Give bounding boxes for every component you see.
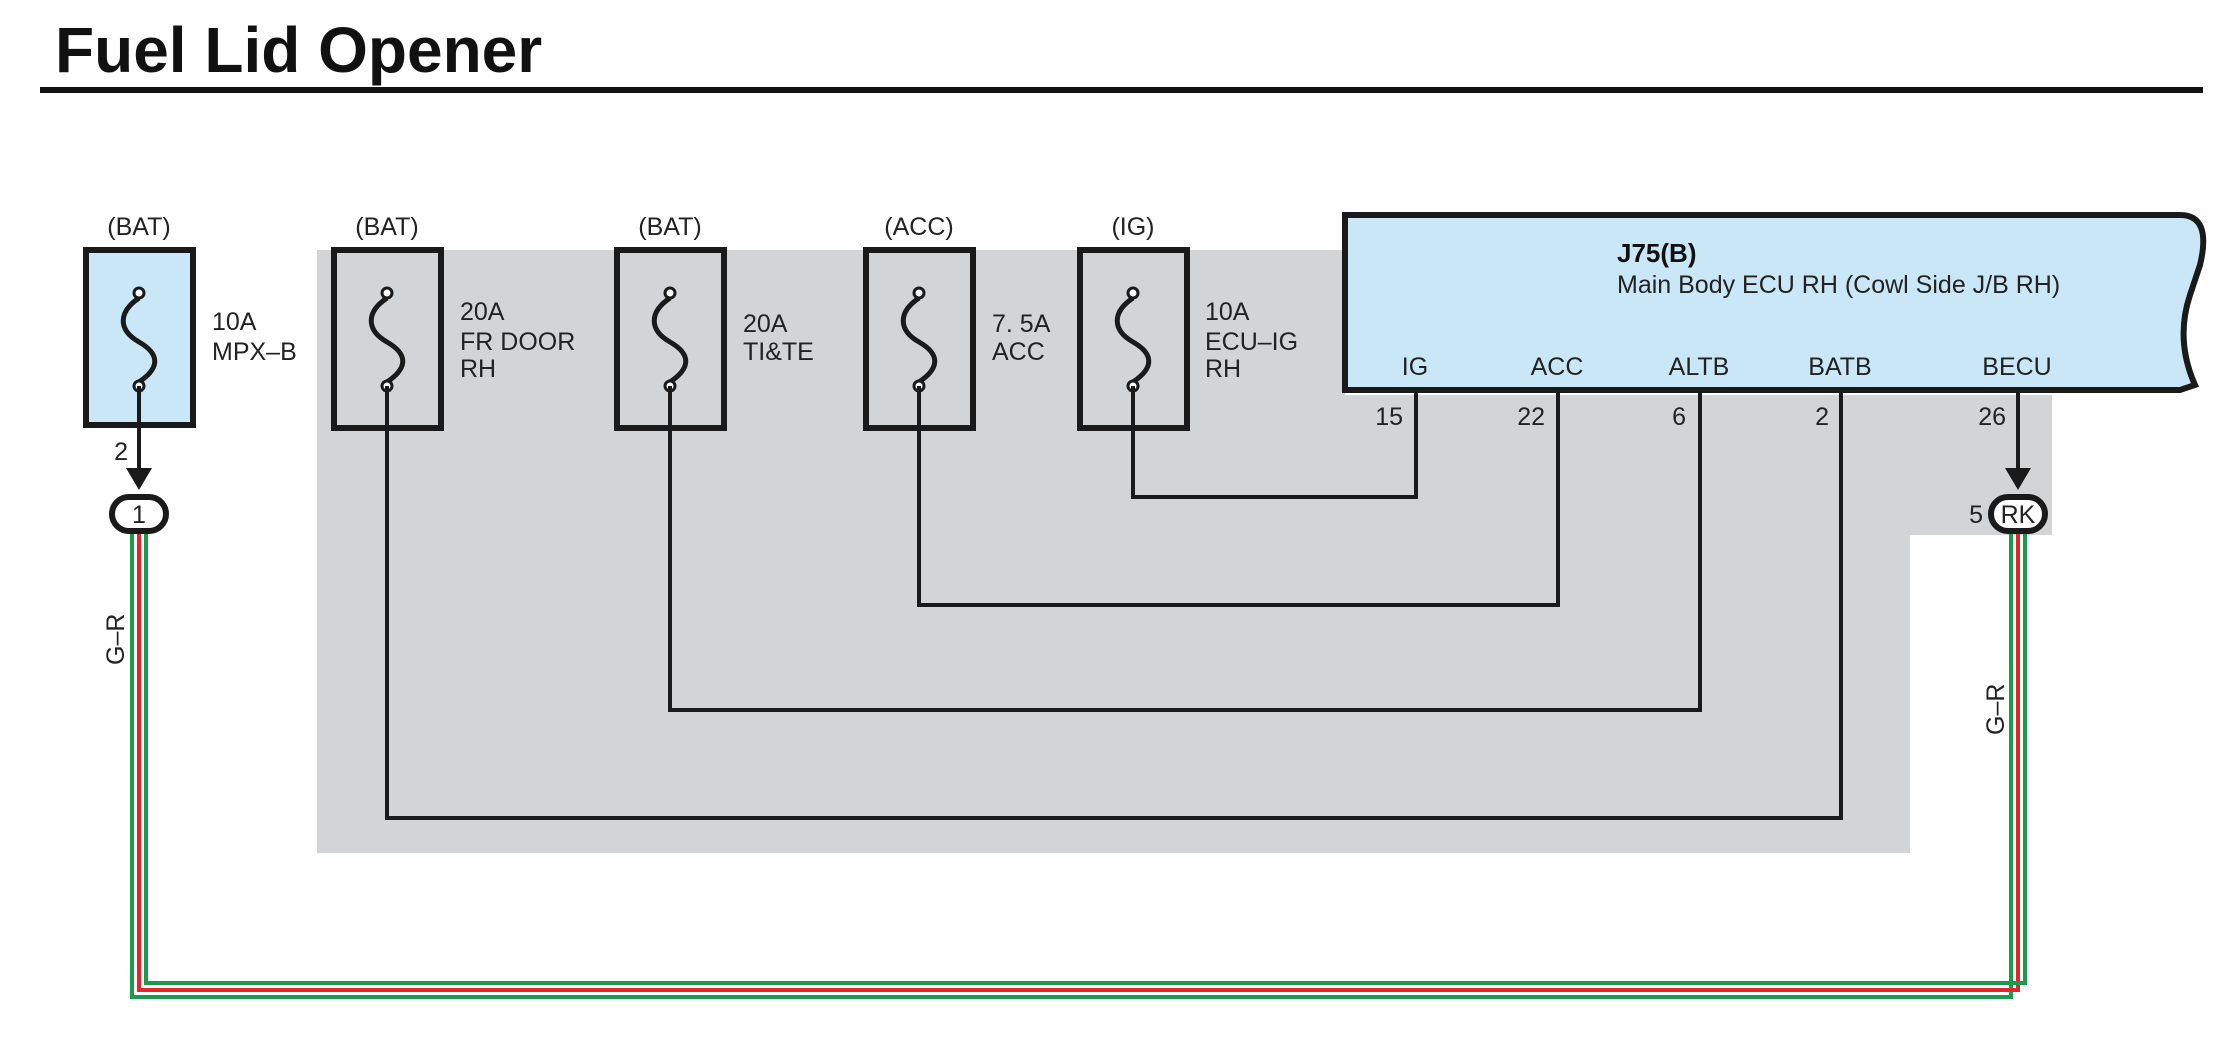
arrow-down-icon — [2005, 468, 2031, 490]
wire-ecu-ig — [1131, 386, 1418, 499]
fuse-name-line2: RH — [460, 355, 496, 383]
wire-acc — [917, 386, 1560, 607]
ecu-terminal-altb: ALTB — [1669, 353, 1730, 381]
fuse-source-label: (BAT) — [355, 213, 418, 241]
wire-color-label-left: G–R — [102, 614, 130, 665]
fuse-mpx-b: (BAT) 10A MPX–B — [83, 213, 297, 428]
fuse-name: TI&TE — [743, 338, 814, 366]
ecu-box — [1342, 212, 2207, 393]
fuse-acc: (ACC) 7. 5A ACC — [863, 213, 1051, 431]
wire-color-label-right: G–R — [1982, 684, 2010, 735]
junction-block-area — [317, 250, 2052, 853]
fuse-name: MPX–B — [212, 338, 297, 366]
ecu-pin-ig: 15 — [1375, 403, 1403, 431]
fuse-name: ECU–IG — [1205, 328, 1298, 356]
fuse-rating: 20A — [460, 298, 505, 326]
left-pin-label: 2 — [114, 438, 128, 466]
ecu-pin-altb: 6 — [1672, 403, 1686, 431]
fuse-source-label: (IG) — [1111, 213, 1154, 241]
ecu-terminal-batb: BATB — [1808, 353, 1871, 381]
ecu-terminal-acc: ACC — [1531, 353, 1584, 381]
fuse-rating: 7. 5A — [992, 310, 1051, 338]
connector-label: RK — [2001, 501, 2036, 529]
fuse-rating: 10A — [212, 308, 257, 336]
ecu-name: Main Body ECU RH (Cowl Side J/B RH) — [1617, 271, 2060, 299]
fuse-fr-door-rh: (BAT) 20A FR DOOR RH — [331, 213, 575, 431]
fuse-source-label: (BAT) — [638, 213, 701, 241]
fuse-source-label: (BAT) — [107, 213, 170, 241]
wire-frdoor-batb — [385, 386, 1843, 820]
ecu-terminal-becu: BECU — [1982, 353, 2051, 381]
fuse-box — [83, 247, 196, 428]
ecu-pin-becu: 26 — [1978, 403, 2006, 431]
title-rule — [40, 87, 2203, 93]
harness-wire-g-r — [130, 532, 2027, 999]
wire-tite-altb — [668, 386, 1702, 712]
ecu-pin-acc: 22 — [1517, 403, 1545, 431]
fuse-rating: 20A — [743, 310, 788, 338]
ecu-code: J75(B) — [1617, 238, 1696, 268]
ecu-pin-batb: 2 — [1815, 403, 1829, 431]
connector-left: 1 — [109, 494, 169, 534]
connector-right: RK 5 — [1969, 494, 2048, 534]
ecu-terminal-ig: IG — [1402, 353, 1428, 381]
fuse-name: ACC — [992, 338, 1045, 366]
connector-pin-label: 5 — [1969, 501, 1983, 529]
fuse-icon — [1114, 286, 1152, 393]
page-title: Fuel Lid Opener — [55, 14, 542, 86]
connector-label: 1 — [132, 501, 146, 529]
fuse-source-label: (ACC) — [884, 213, 953, 241]
arrow-down-icon — [126, 468, 152, 490]
fuse-rating: 10A — [1205, 298, 1250, 326]
fuse-name: FR DOOR — [460, 328, 575, 356]
fuse-name-line2: RH — [1205, 355, 1241, 383]
